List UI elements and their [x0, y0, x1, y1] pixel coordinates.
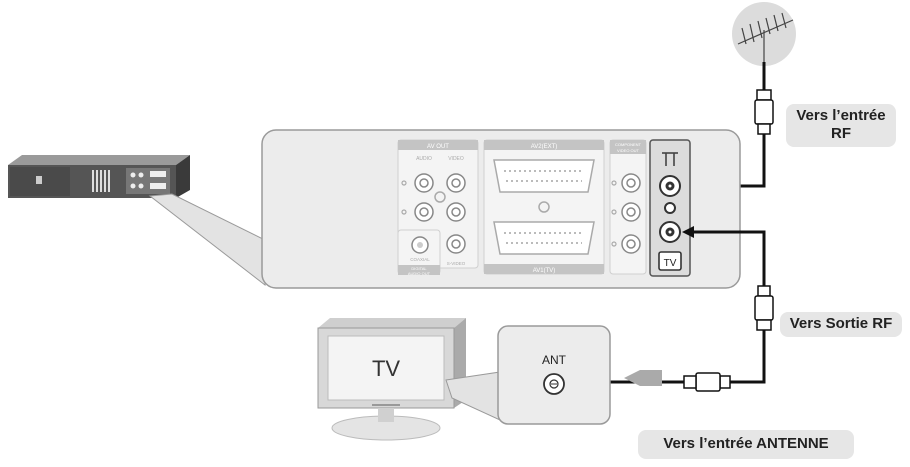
television: TV — [317, 318, 466, 441]
rf-section: TV — [649, 139, 691, 277]
callout-rf-input-line2: RF — [831, 125, 851, 142]
panel-video-label: VIDEO — [448, 156, 464, 162]
component-jacks — [621, 173, 641, 254]
tv-ant-label: ANT — [542, 353, 567, 367]
callout-rf-output: Vers Sortie RF — [780, 312, 902, 337]
antenna-cable — [682, 62, 774, 192]
tv-antenna-jack-panel: ANT — [497, 325, 611, 425]
panel-audio-label: AUDIO — [416, 156, 432, 162]
tv-badge-icon: TV — [658, 251, 682, 271]
direction-arrow-icon — [624, 370, 662, 386]
zoom-wedge — [148, 193, 266, 287]
rf-out-jack — [659, 221, 681, 243]
panel-component-label: COMPONENT — [615, 142, 642, 147]
scart-connectors — [493, 159, 595, 255]
rear-panel: AV OUT AUDIO VIDEO S-VIDEO COAXIAL DIGIT… — [261, 129, 741, 289]
callout-rf-input: Vers l’entrée RF — [786, 104, 896, 147]
callout-antenna-input: Vers l’entrée ANTENNE — [638, 430, 854, 459]
panel-digital-label-1: DIGITAL — [411, 266, 427, 271]
panel-digital-label-2: AUDIO OUT — [408, 271, 431, 276]
antenna-icon — [732, 2, 796, 66]
panel-av-out-label: AV OUT — [427, 144, 449, 150]
rf-in-jack — [659, 175, 681, 197]
panel-video-out-label: VIDEO OUT — [617, 148, 640, 153]
rf-tv-badge-label: TV — [664, 258, 677, 269]
panel-av2-label: AV2(EXT) — [531, 144, 558, 150]
dvd-recorder — [8, 155, 190, 198]
panel-coaxial-label: COAXIAL — [410, 257, 430, 262]
callout-antenna-input-text: Vers l’entrée ANTENNE — [663, 435, 829, 452]
tv-antenna-jack — [543, 373, 565, 395]
av-out-jacks — [414, 173, 466, 254]
antenna-symbol-icon — [662, 152, 678, 166]
panel-s-video-label: S-VIDEO — [447, 261, 466, 266]
tv-screen-label: TV — [372, 356, 400, 381]
callout-rf-output-text: Vers Sortie RF — [789, 315, 893, 332]
panel-av1-label: AV1(TV) — [533, 268, 556, 274]
callout-rf-input-line1: Vers l’entrée — [796, 107, 886, 124]
tv-zoom-wedge — [445, 371, 501, 421]
